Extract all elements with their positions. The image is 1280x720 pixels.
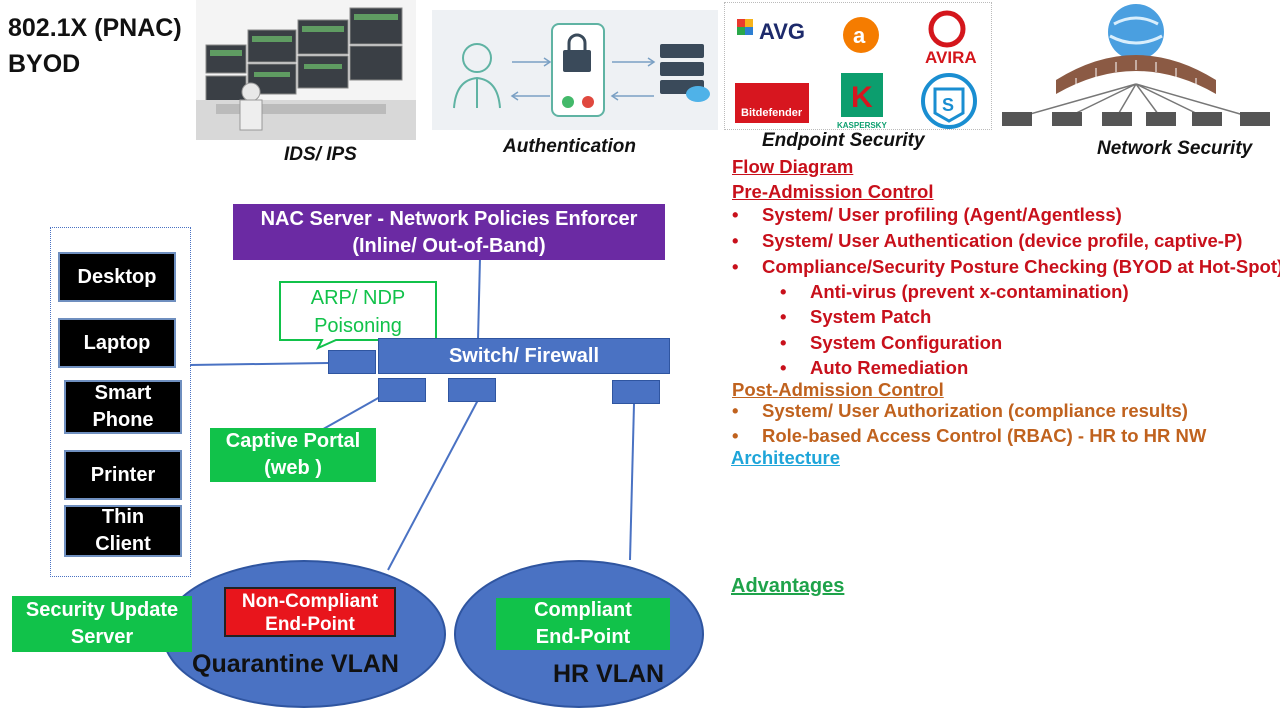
endpoint-security-caption: Endpoint Security [762,130,925,151]
compliance-subitem: Auto Remediation [780,357,968,379]
avira-logo-icon: AVIRA [925,10,977,67]
svg-text:K: K [851,81,873,114]
pre-admission-item: Compliance/Security Posture Checking (BY… [732,256,1280,278]
authentication-caption: Authentication [503,136,636,157]
monitoring-room-icon [196,0,416,140]
network-security-caption: Network Security [1097,138,1253,159]
arp-ndp-callout-shape [279,281,437,350]
quarantine-vlan-label: Quarantine VLAN [192,650,399,678]
authentication-icon [453,23,710,117]
arp-ndp-poisoning-label: ARP/ NDP Poisoning [310,287,406,337]
device-printer: Printer [64,450,182,500]
pre-admission-item: System/ User profiling (Agent/Agentless) [732,204,1122,226]
svg-text:Bitdefender: Bitdefender [741,107,803,119]
nac-server-title: NAC Server - Network Policies Enforcer [260,208,638,230]
hr-vlan-label: HR VLAN [553,660,665,688]
switch-port-3 [612,380,660,404]
svg-text:KASPERSKY: KASPERSKY [837,121,887,130]
avast-logo-icon: a [843,17,879,53]
architecture-link[interactable]: Architecture [731,447,840,468]
switch-port-1 [378,378,426,402]
nac-server-mode: (Inline/ Out-of-Band) [352,235,546,257]
post-admission-item: System/ User Authorization (compliance r… [732,400,1188,422]
post-admission-item: Role-based Access Control (RBAC) - HR to… [732,425,1206,447]
device-thin-client: Thin Client [64,505,182,557]
switch-port-2 [448,378,496,402]
compliance-subitem: System Configuration [780,332,1002,354]
authentication-image [432,10,718,130]
device-smart-phone: Smart Phone [64,380,182,434]
ids-ips-image [196,0,416,140]
endpoint-security-logos: AVG a AVIRA Bitdefender K KASPERSKY S [724,2,992,130]
compliant-endpoint-box: Compliant End-Point [496,598,670,650]
bitdefender-logo-icon: Bitdefender [735,83,809,123]
endpoint-devices-group [50,227,191,577]
svg-text:a: a [853,23,866,48]
post-admission-heading: Post-Admission Control [732,379,944,400]
device-laptop: Laptop [58,318,176,368]
compliance-subitem: Anti-virus (prevent x-contamination) [780,281,1129,303]
ids-ips-caption: IDS/ IPS [284,144,357,165]
kaspersky-logo-icon: K KASPERSKY [837,73,887,130]
security-update-server-box: Security Update Server [12,596,192,652]
svg-text:AVG: AVG [759,19,805,44]
title-line-1: 802.1X (PNAC) [8,14,182,42]
switch-firewall: Switch/ Firewall [378,338,670,374]
switch-firewall-label: Switch/ Firewall [448,344,600,367]
device-desktop: Desktop [58,252,176,302]
svg-text:S: S [942,95,954,115]
flow-diagram-heading: Flow Diagram [732,156,854,177]
shield-logo-icon: S [921,73,977,129]
non-compliant-endpoint-box: Non-Compliant End-Point [224,587,396,637]
antivirus-logos-icon: AVG a AVIRA Bitdefender K KASPERSKY S [735,10,977,130]
pre-admission-item: System/ User Authentication (device prof… [732,230,1242,252]
slide-title: 802.1X (PNAC) BYOD [8,10,182,82]
svg-text:AVIRA: AVIRA [925,48,977,67]
avg-logo-icon: AVG [737,19,805,44]
network-security-image [996,0,1276,140]
compliance-subitem: System Patch [780,306,931,328]
network-firewall-icon [1002,4,1270,126]
captive-portal-box: Captive Portal (web ) [210,428,376,482]
diagram-connectors [189,257,635,571]
switch-port-left [328,350,376,374]
pre-admission-heading: Pre-Admission Control [732,181,934,202]
nac-server-box: NAC Server - Network Policies Enforcer (… [233,204,665,260]
title-line-2: BYOD [8,50,81,78]
advantages-link[interactable]: Advantages [731,575,845,597]
